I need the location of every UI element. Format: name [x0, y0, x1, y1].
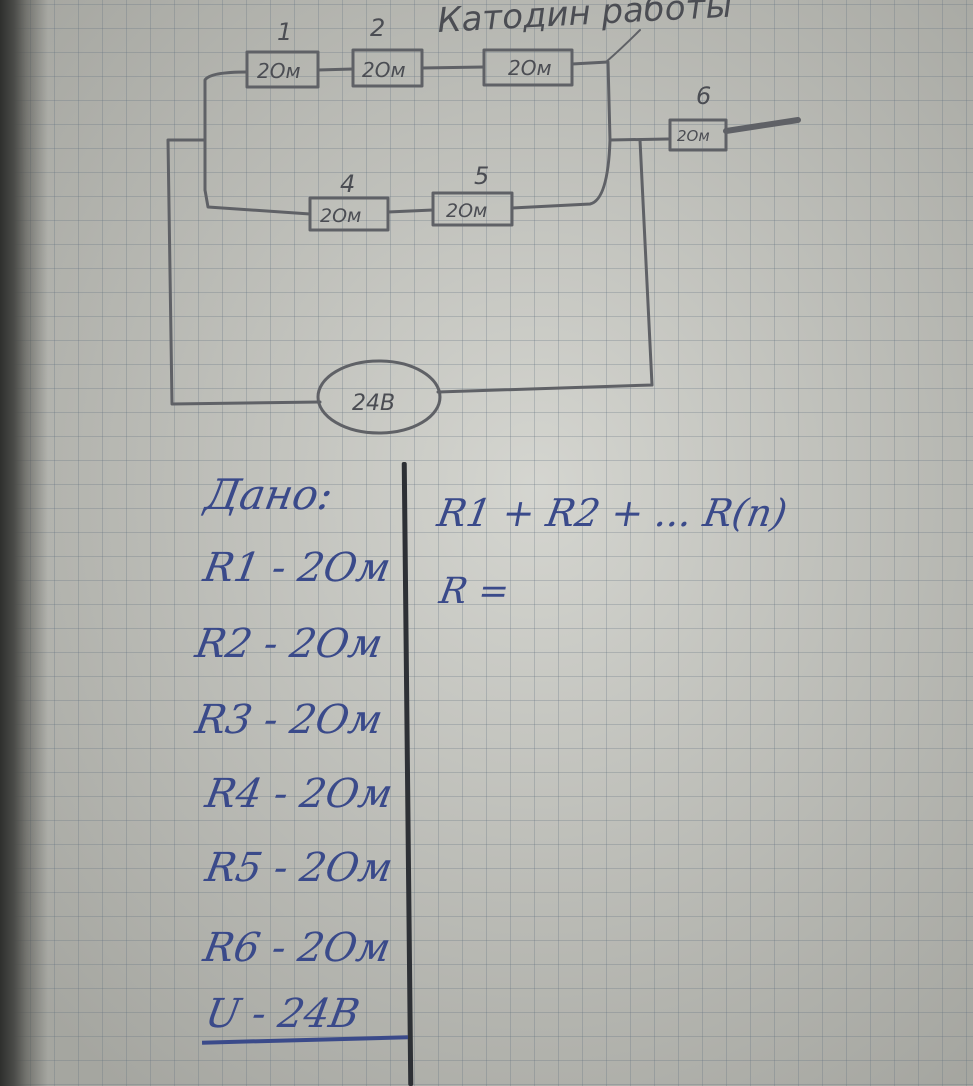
resistor-5-number: 5 — [474, 162, 489, 190]
resistor-5-box — [431, 191, 514, 227]
note-pointer-line — [605, 29, 641, 63]
voltage-source — [316, 359, 442, 435]
resistor-1-number: 1 — [277, 18, 292, 46]
given-line-r2: R2 - 2Ом — [191, 621, 386, 667]
circuit-note: Катодин работы — [436, 0, 733, 41]
resistor-4-box — [308, 196, 390, 232]
bottom-branch-wire — [203, 138, 612, 216]
resistor-6-box — [668, 118, 728, 152]
resistor-2-box — [351, 48, 424, 88]
resistor-5-value: 2Ом — [446, 200, 487, 222]
given-line-r1: R1 - 2Ом — [199, 545, 394, 591]
resistor-1-value: 2Ом — [257, 59, 301, 83]
given-line-r5: R5 - 2Ом — [201, 845, 396, 891]
top-branch-wire — [203, 60, 612, 192]
output-lead — [723, 117, 801, 134]
resistor-4-value: 2Ом — [320, 205, 361, 227]
resistor-2-value: 2Ом — [362, 58, 406, 82]
resistor-1-box — [245, 50, 320, 89]
given-line-r6: R6 - 2Ом — [199, 925, 394, 971]
resistor-6-number: 6 — [696, 82, 711, 110]
given-title: Дано: — [201, 470, 337, 519]
outer-loop-wire — [166, 138, 654, 406]
notebook-binding-shadow — [0, 0, 48, 1086]
source-label: 24В — [352, 391, 395, 416]
resistor-6-value: 2Ом — [677, 127, 710, 145]
resistor-4-number: 4 — [340, 170, 355, 198]
solution-formula: R1 + R2 + ... R(n) — [434, 491, 791, 535]
resistor-3-value: 2Ом — [508, 56, 552, 80]
solution-result: R = — [436, 571, 513, 612]
given-line-r3: R3 - 2Ом — [191, 697, 386, 743]
given-line-voltage: U - 24В — [201, 991, 364, 1037]
given-line-r4: R4 - 2Ом — [201, 771, 396, 817]
resistor-2-number: 2 — [370, 14, 385, 42]
resistor-3-box — [482, 48, 574, 87]
